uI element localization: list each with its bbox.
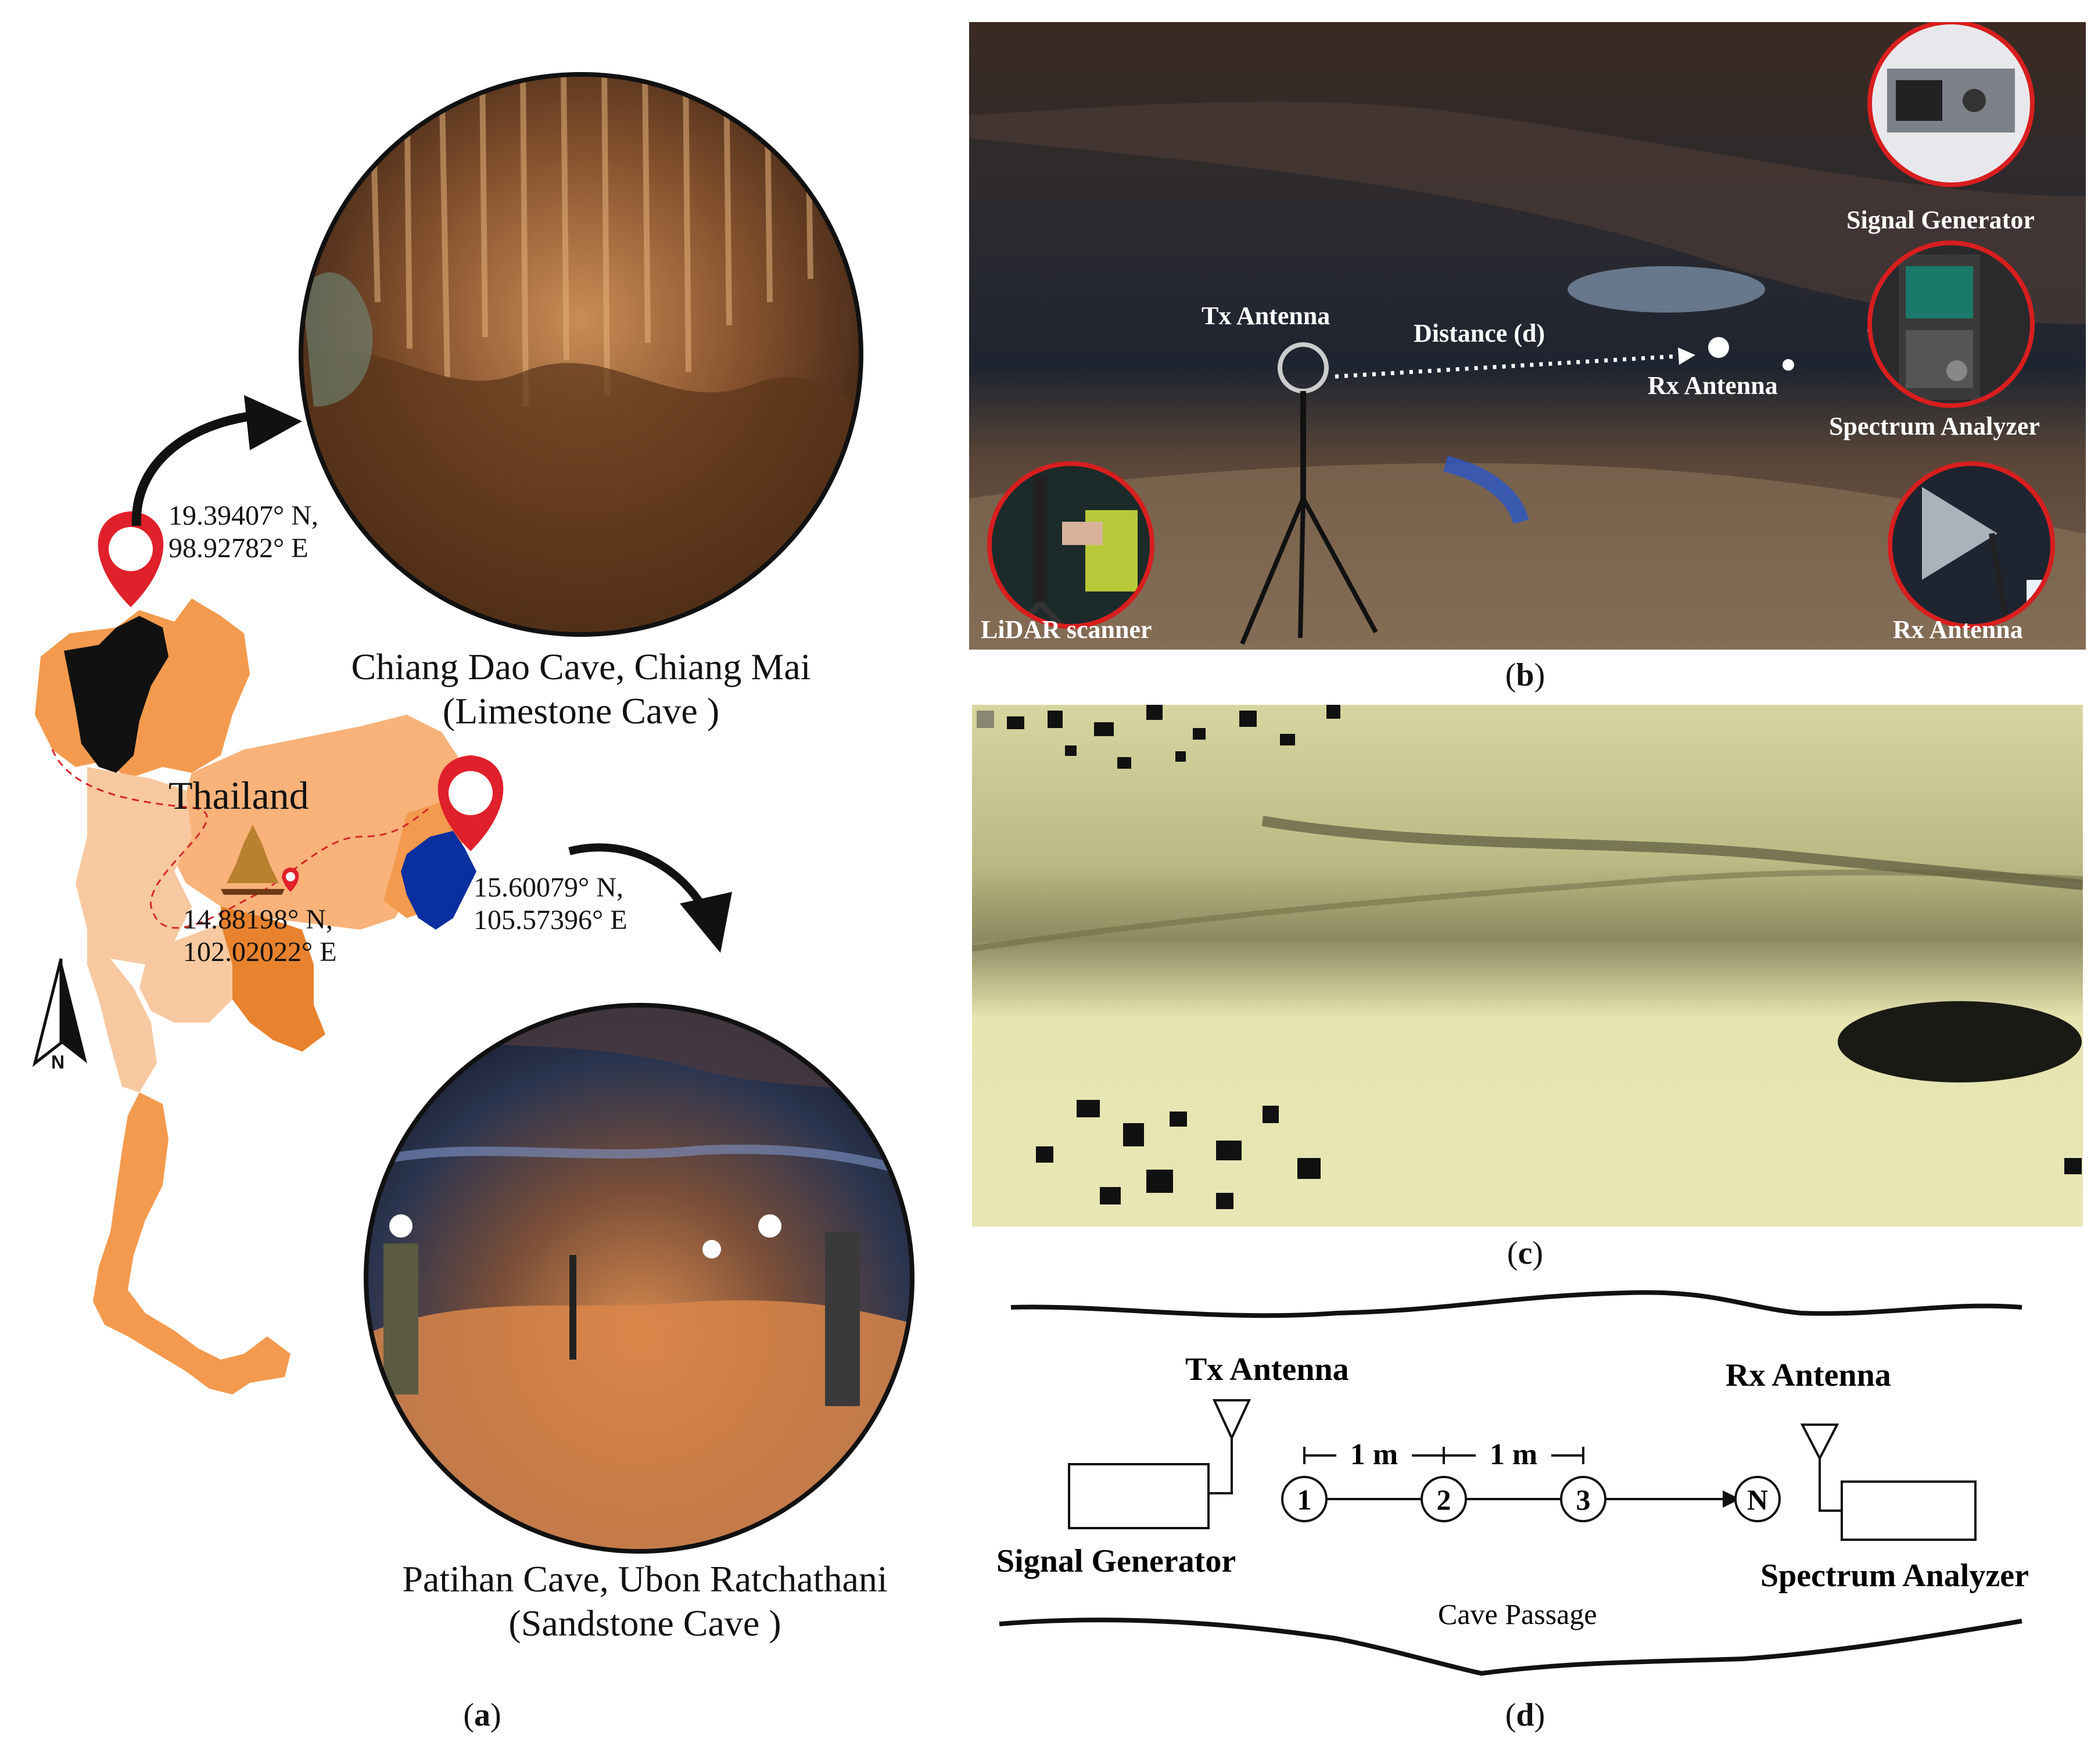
ubon-province (401, 831, 476, 930)
cave2-title: Patihan Cave, Ubon Ratchathani (Sandston… (325, 1557, 964, 1645)
pin-chiang-dao-icon (98, 511, 164, 607)
spectrum-analyzer-inset (1867, 241, 2035, 408)
label-lidar: LiDAR scanner (981, 615, 1152, 644)
tx-antenna-icon (1208, 1399, 1251, 1494)
label-signal-generator: Signal Generator (1846, 206, 2035, 234)
label-rx-antenna-inset: Rx Antenna (1893, 615, 2023, 644)
cave2-name: Patihan Cave, Ubon Ratchathani (402, 1558, 888, 1600)
arrow-to-patihan (568, 843, 710, 915)
caption-d: (d) (1505, 1697, 1545, 1733)
center-coords: 14.88198° N, 102.02022° E (183, 903, 337, 969)
cave-wall-top (1010, 1290, 2022, 1318)
panel-c (972, 705, 2083, 1227)
cave1-type: (Limestone Cave ) (442, 690, 720, 732)
cave1-lon: 98.92782° E (168, 533, 309, 564)
east-region (221, 906, 325, 1052)
label-sg: Signal Generator (996, 1543, 1236, 1579)
patihan-cave-photo (366, 1005, 912, 1551)
caption-c: (c) (1507, 1235, 1544, 1271)
cave-wall-bottom (999, 1618, 2022, 1676)
svg-text:3: 3 (1576, 1483, 1591, 1516)
lidar-gap-shadow (1838, 1001, 2082, 1082)
spacing-1: 1 m (1350, 1438, 1398, 1471)
cave2-lat: 15.60079° N, (474, 872, 623, 903)
cave1-coords: 19.39407° N, 98.92782° E (168, 500, 318, 565)
cave1-lat: 19.39407° N, (168, 500, 318, 531)
thailand-map-graphic (32, 72, 914, 1554)
center-lat: 14.88198° N, (183, 904, 333, 935)
signal-generator-box (1068, 1463, 1210, 1529)
panel-a: 19.39407° N, 98.92782° E Chiang Dao Cave… (0, 0, 959, 1764)
caption-b: (b) (1505, 657, 1545, 693)
lidar-scanner-inset (987, 461, 1154, 629)
arrow-to-chiang-dao (131, 411, 256, 526)
cave2-type: (Sandstone Cave ) (508, 1602, 781, 1644)
country-label: Thailand (168, 773, 309, 818)
node-1: 1 (1281, 1476, 1328, 1522)
label-passage: Cave Passage (1438, 1598, 1597, 1630)
pin-center-icon (282, 867, 299, 892)
label-sa: Spectrum Analyzer (1760, 1558, 2029, 1594)
label-spectrum-analyzer: Spectrum Analyzer (1829, 412, 2040, 440)
cave1-title: Chiang Dao Cave, Chiang Mai (Limestone C… (291, 645, 872, 733)
chiang-mai-province (64, 616, 168, 773)
north-arrow-icon (32, 958, 87, 1067)
cave-measurement-photo (969, 22, 2086, 650)
thailand-map (35, 598, 482, 1394)
node-n: N (1734, 1476, 1781, 1522)
label-tx-antenna: Tx Antenna (1202, 302, 1330, 330)
pin-patihan-icon (437, 755, 504, 851)
svg-text:2: 2 (1437, 1483, 1451, 1516)
panel-b: Tx Antenna Distance (d) Rx Antenna Signa… (969, 22, 2086, 650)
cave2-lon: 105.57396° E (474, 905, 627, 935)
central-region (76, 767, 192, 965)
label-rx-antenna-center: Rx Antenna (1648, 371, 1778, 400)
svg-text:1: 1 (1297, 1483, 1312, 1516)
university-emblem-icon (221, 825, 285, 895)
panel-d: 1 2 3 N 1 m 1 m Tx Antenna Rx Antenna Si… (988, 1290, 2092, 1697)
caption-a: (a) (463, 1697, 501, 1733)
rx-antenna-inset (1888, 461, 2055, 629)
signal-generator-inset (1867, 22, 2035, 187)
spacing-marker (1303, 1447, 1584, 1464)
spacing-2: 1 m (1490, 1438, 1537, 1471)
chiang-dao-cave-photo (301, 74, 861, 634)
west-region (87, 930, 157, 1092)
measurement-schematic: 1 2 3 N 1 m 1 m Tx Antenna Rx Antenna Si… (996, 1290, 2029, 1676)
north-label: N (51, 1052, 65, 1073)
center-lon: 102.02022° E (183, 937, 337, 967)
route-dashed (51, 749, 431, 929)
svg-text:N: N (1747, 1483, 1768, 1516)
label-rx: Rx Antenna (1726, 1357, 1891, 1393)
south-region (93, 1092, 291, 1394)
node-3: 3 (1560, 1476, 1606, 1522)
rx-antenna-icon (1800, 1424, 1842, 1512)
node-2: 2 (1421, 1476, 1467, 1522)
lidar-point-cloud (972, 705, 2083, 1227)
cave1-name: Chiang Dao Cave, Chiang Mai (351, 646, 811, 687)
label-distance: Distance (d) (1414, 319, 1545, 347)
spectrum-analyzer-box (1841, 1480, 1977, 1541)
label-tx: Tx Antenna (1185, 1351, 1349, 1387)
distance-arrow (1335, 354, 1679, 379)
tx-antenna-tripod (1240, 342, 1378, 645)
cave2-coords: 15.60079° N, 105.57396° E (474, 872, 627, 937)
